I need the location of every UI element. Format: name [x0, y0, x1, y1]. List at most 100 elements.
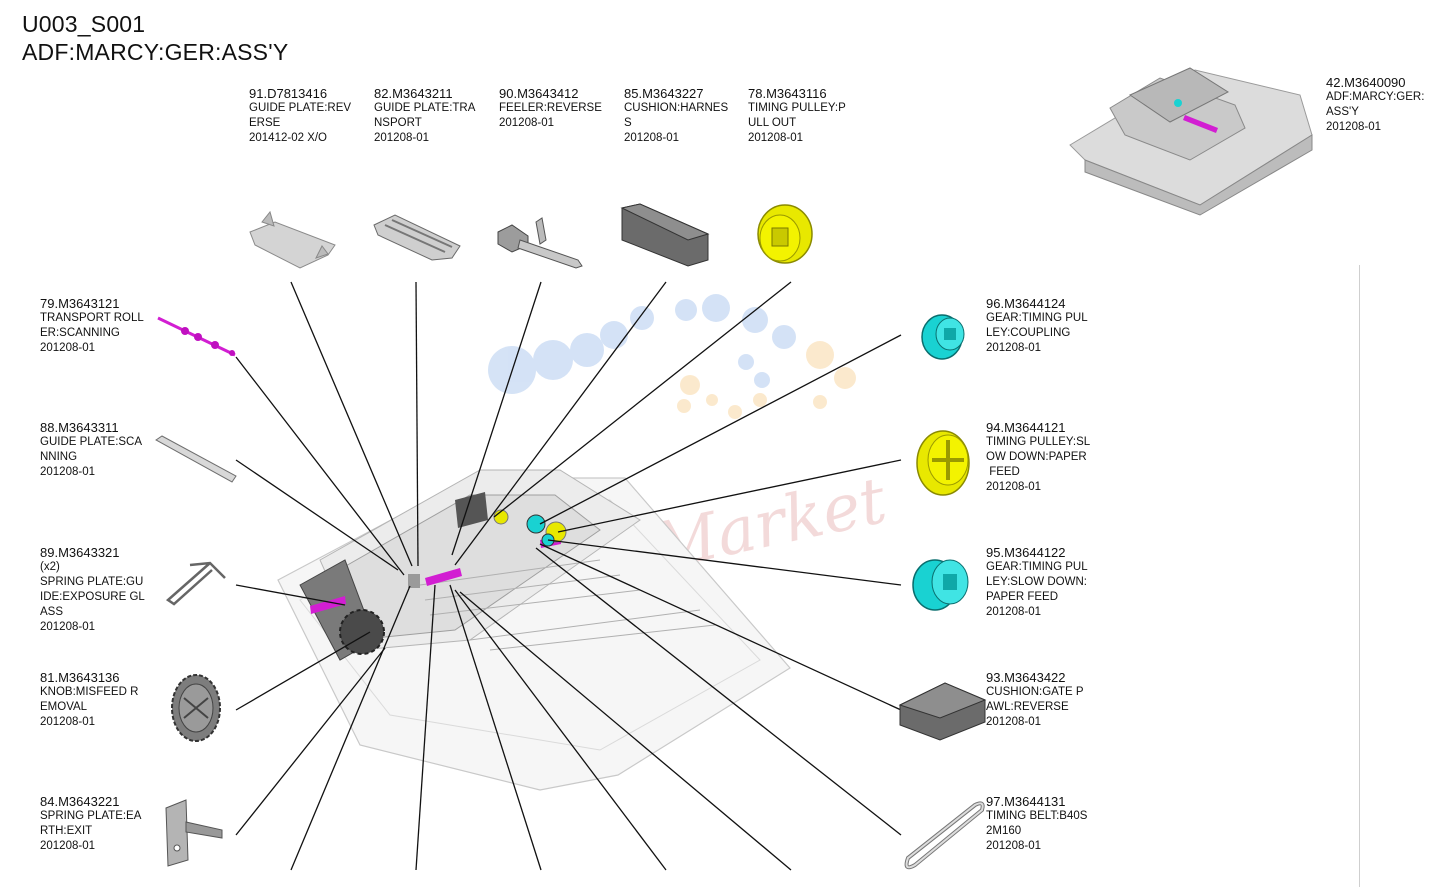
part-label-84: 84.M3643221 SPRING PLATE:EA RTH:EXIT 201…: [40, 794, 158, 854]
part-rev: 201208-01: [1326, 121, 1381, 133]
timing-pulley-icon: [916, 430, 970, 496]
adf-assembly-icon: [1069, 67, 1313, 216]
earth-plate-icon: [165, 799, 223, 867]
knob-gear-icon: [171, 674, 221, 742]
part-label-85: 85.M3643227 CUSHION:HARNES S 201208-01: [624, 86, 742, 146]
part-number: 79.M3643121: [40, 296, 120, 311]
page-divider: [1359, 265, 1360, 887]
timing-belt-icon: [904, 801, 985, 870]
feeler-icon: [497, 217, 583, 269]
part-desc: ASS'Y: [1326, 106, 1359, 118]
part-rev: 201208-01: [499, 117, 554, 129]
part-desc: GEAR:TIMING PUL: [986, 561, 1088, 573]
part-desc: GUIDE PLATE:REV: [249, 102, 352, 114]
coupling-gear-icon: [912, 559, 969, 611]
part-label-95: 95.M3644122 GEAR:TIMING PUL LEY:SLOW DOW…: [986, 545, 1104, 620]
part-desc: GEAR:TIMING PUL: [986, 312, 1088, 324]
part-number: 78.M3643116: [748, 86, 827, 101]
part-rev: 201208-01: [748, 132, 803, 144]
guide-plate-reverse-icon: [249, 210, 336, 269]
cushion-icon: [620, 203, 710, 267]
part-desc: S: [624, 117, 632, 129]
part-number: 89.M3643321: [40, 545, 120, 560]
part-desc: CUSHION:GATE P: [986, 686, 1084, 698]
part-desc: NSPORT: [374, 117, 422, 129]
part-number: 95.M3644122: [986, 545, 1066, 560]
part-number: 85.M3643227: [624, 86, 704, 101]
part-rev: 201208-01: [40, 466, 95, 478]
part-label-93: 93.M3643422 CUSHION:GATE P AWL:REVERSE 2…: [986, 670, 1104, 730]
part-label-89: 89.M3643321 (x2) SPRING PLATE:GU IDE:EXP…: [40, 545, 158, 635]
part-desc: OW DOWN:PAPER: [986, 451, 1087, 463]
part-rev: 201208-01: [986, 481, 1041, 493]
watermark-logo: [488, 294, 856, 419]
part-desc: EMOVAL: [40, 701, 88, 713]
part-number: 93.M3643422: [986, 670, 1066, 685]
part-rev: 201208-01: [40, 840, 95, 852]
leader-lines: [235, 281, 902, 871]
guide-bar-icon: [155, 435, 237, 483]
part-number: 94.M3644121: [986, 420, 1066, 435]
part-rev: 201208-01: [374, 132, 429, 144]
part-desc: ULL OUT: [748, 117, 797, 129]
part-label-94: 94.M3644121 TIMING PULLEY:SL OW DOWN:PAP…: [986, 420, 1104, 495]
part-label-81: 81.M3643136 KNOB:MISFEED R EMOVAL 201208…: [40, 670, 158, 730]
part-desc: RTH:EXIT: [40, 825, 93, 837]
cushion-icon: [898, 682, 987, 741]
page-title: ADF:MARCY:GER:ASS'Y: [22, 39, 289, 65]
part-label-82: 82.M3643211 GUIDE PLATE:TRA NSPORT 20120…: [374, 86, 492, 146]
spring-plate-icon: [165, 561, 226, 606]
part-desc: TIMING PULLEY:P: [748, 102, 846, 114]
part-desc: ER:SCANNING: [40, 327, 120, 339]
part-label-78: 78.M3643116 TIMING PULLEY:P ULL OUT 2012…: [748, 86, 866, 146]
part-number: 42.M3640090: [1326, 75, 1406, 90]
part-number: 81.M3643136: [40, 670, 120, 685]
roller-shaft-icon: [157, 316, 236, 357]
part-desc: KNOB:MISFEED R: [40, 686, 139, 698]
part-desc: ASS: [40, 606, 64, 618]
part-rev: 201208-01: [40, 716, 95, 728]
part-desc: CUSHION:HARNES: [624, 102, 729, 114]
part-qty: (x2): [40, 561, 60, 573]
part-label-96: 96.M3644124 GEAR:TIMING PUL LEY:COUPLING…: [986, 296, 1104, 356]
part-desc: NNING: [40, 451, 78, 463]
part-desc: GUIDE PLATE:TRA: [374, 102, 476, 114]
part-number: 90.M3643412: [499, 86, 579, 101]
part-rev: 201412-02 X/O: [249, 132, 328, 144]
part-rev: 201208-01: [986, 606, 1041, 618]
part-desc: FEELER:REVERSE: [499, 102, 602, 114]
part-label-97: 97.M3644131 TIMING BELT:B40S 2M160 20120…: [986, 794, 1104, 854]
part-desc: 2M160: [986, 825, 1022, 837]
part-rev: 201208-01: [986, 342, 1041, 354]
part-rev: 201208-01: [986, 716, 1041, 728]
part-number: 97.M3644131: [986, 794, 1066, 809]
part-desc: LEY:COUPLING: [986, 327, 1071, 339]
part-label-42: 42.M3640090 ADF:MARCY:GER: ASS'Y 201208-…: [1326, 75, 1441, 135]
part-number: 88.M3643311: [40, 420, 119, 435]
adf-main-assembly: [277, 469, 791, 791]
part-number: 91.D7813416: [249, 86, 328, 101]
part-desc: ADF:MARCY:GER:: [1326, 91, 1425, 103]
part-rev: 201208-01: [40, 342, 95, 354]
part-number: 82.M3643211: [374, 86, 453, 101]
part-desc: ERSE: [249, 117, 281, 129]
part-rev: 201208-01: [624, 132, 679, 144]
page-header: U003_S001 ADF:MARCY:GER:ASS'Y: [22, 10, 288, 66]
part-desc: TRANSPORT ROLL: [40, 312, 144, 324]
timing-pulley-icon: [757, 204, 813, 264]
part-desc: SPRING PLATE:GU: [40, 576, 144, 588]
part-desc: GUIDE PLATE:SCA: [40, 436, 143, 448]
part-rev: 201208-01: [986, 840, 1041, 852]
part-desc: AWL:REVERSE: [986, 701, 1069, 713]
part-label-88: 88.M3643311 GUIDE PLATE:SCA NNING 201208…: [40, 420, 158, 480]
part-label-91: 91.D7813416 GUIDE PLATE:REV ERSE 201412-…: [249, 86, 367, 146]
part-desc: FEED: [986, 466, 1020, 478]
part-desc: LEY:SLOW DOWN:: [986, 576, 1087, 588]
part-number: 96.M3644124: [986, 296, 1066, 311]
page-code: U003_S001: [22, 11, 146, 37]
part-rev: 201208-01: [40, 621, 95, 633]
part-desc: SPRING PLATE:EA: [40, 810, 142, 822]
part-desc: IDE:EXPOSURE GL: [40, 591, 145, 603]
part-label-90: 90.M3643412 FEELER:REVERSE 201208-01: [499, 86, 617, 131]
